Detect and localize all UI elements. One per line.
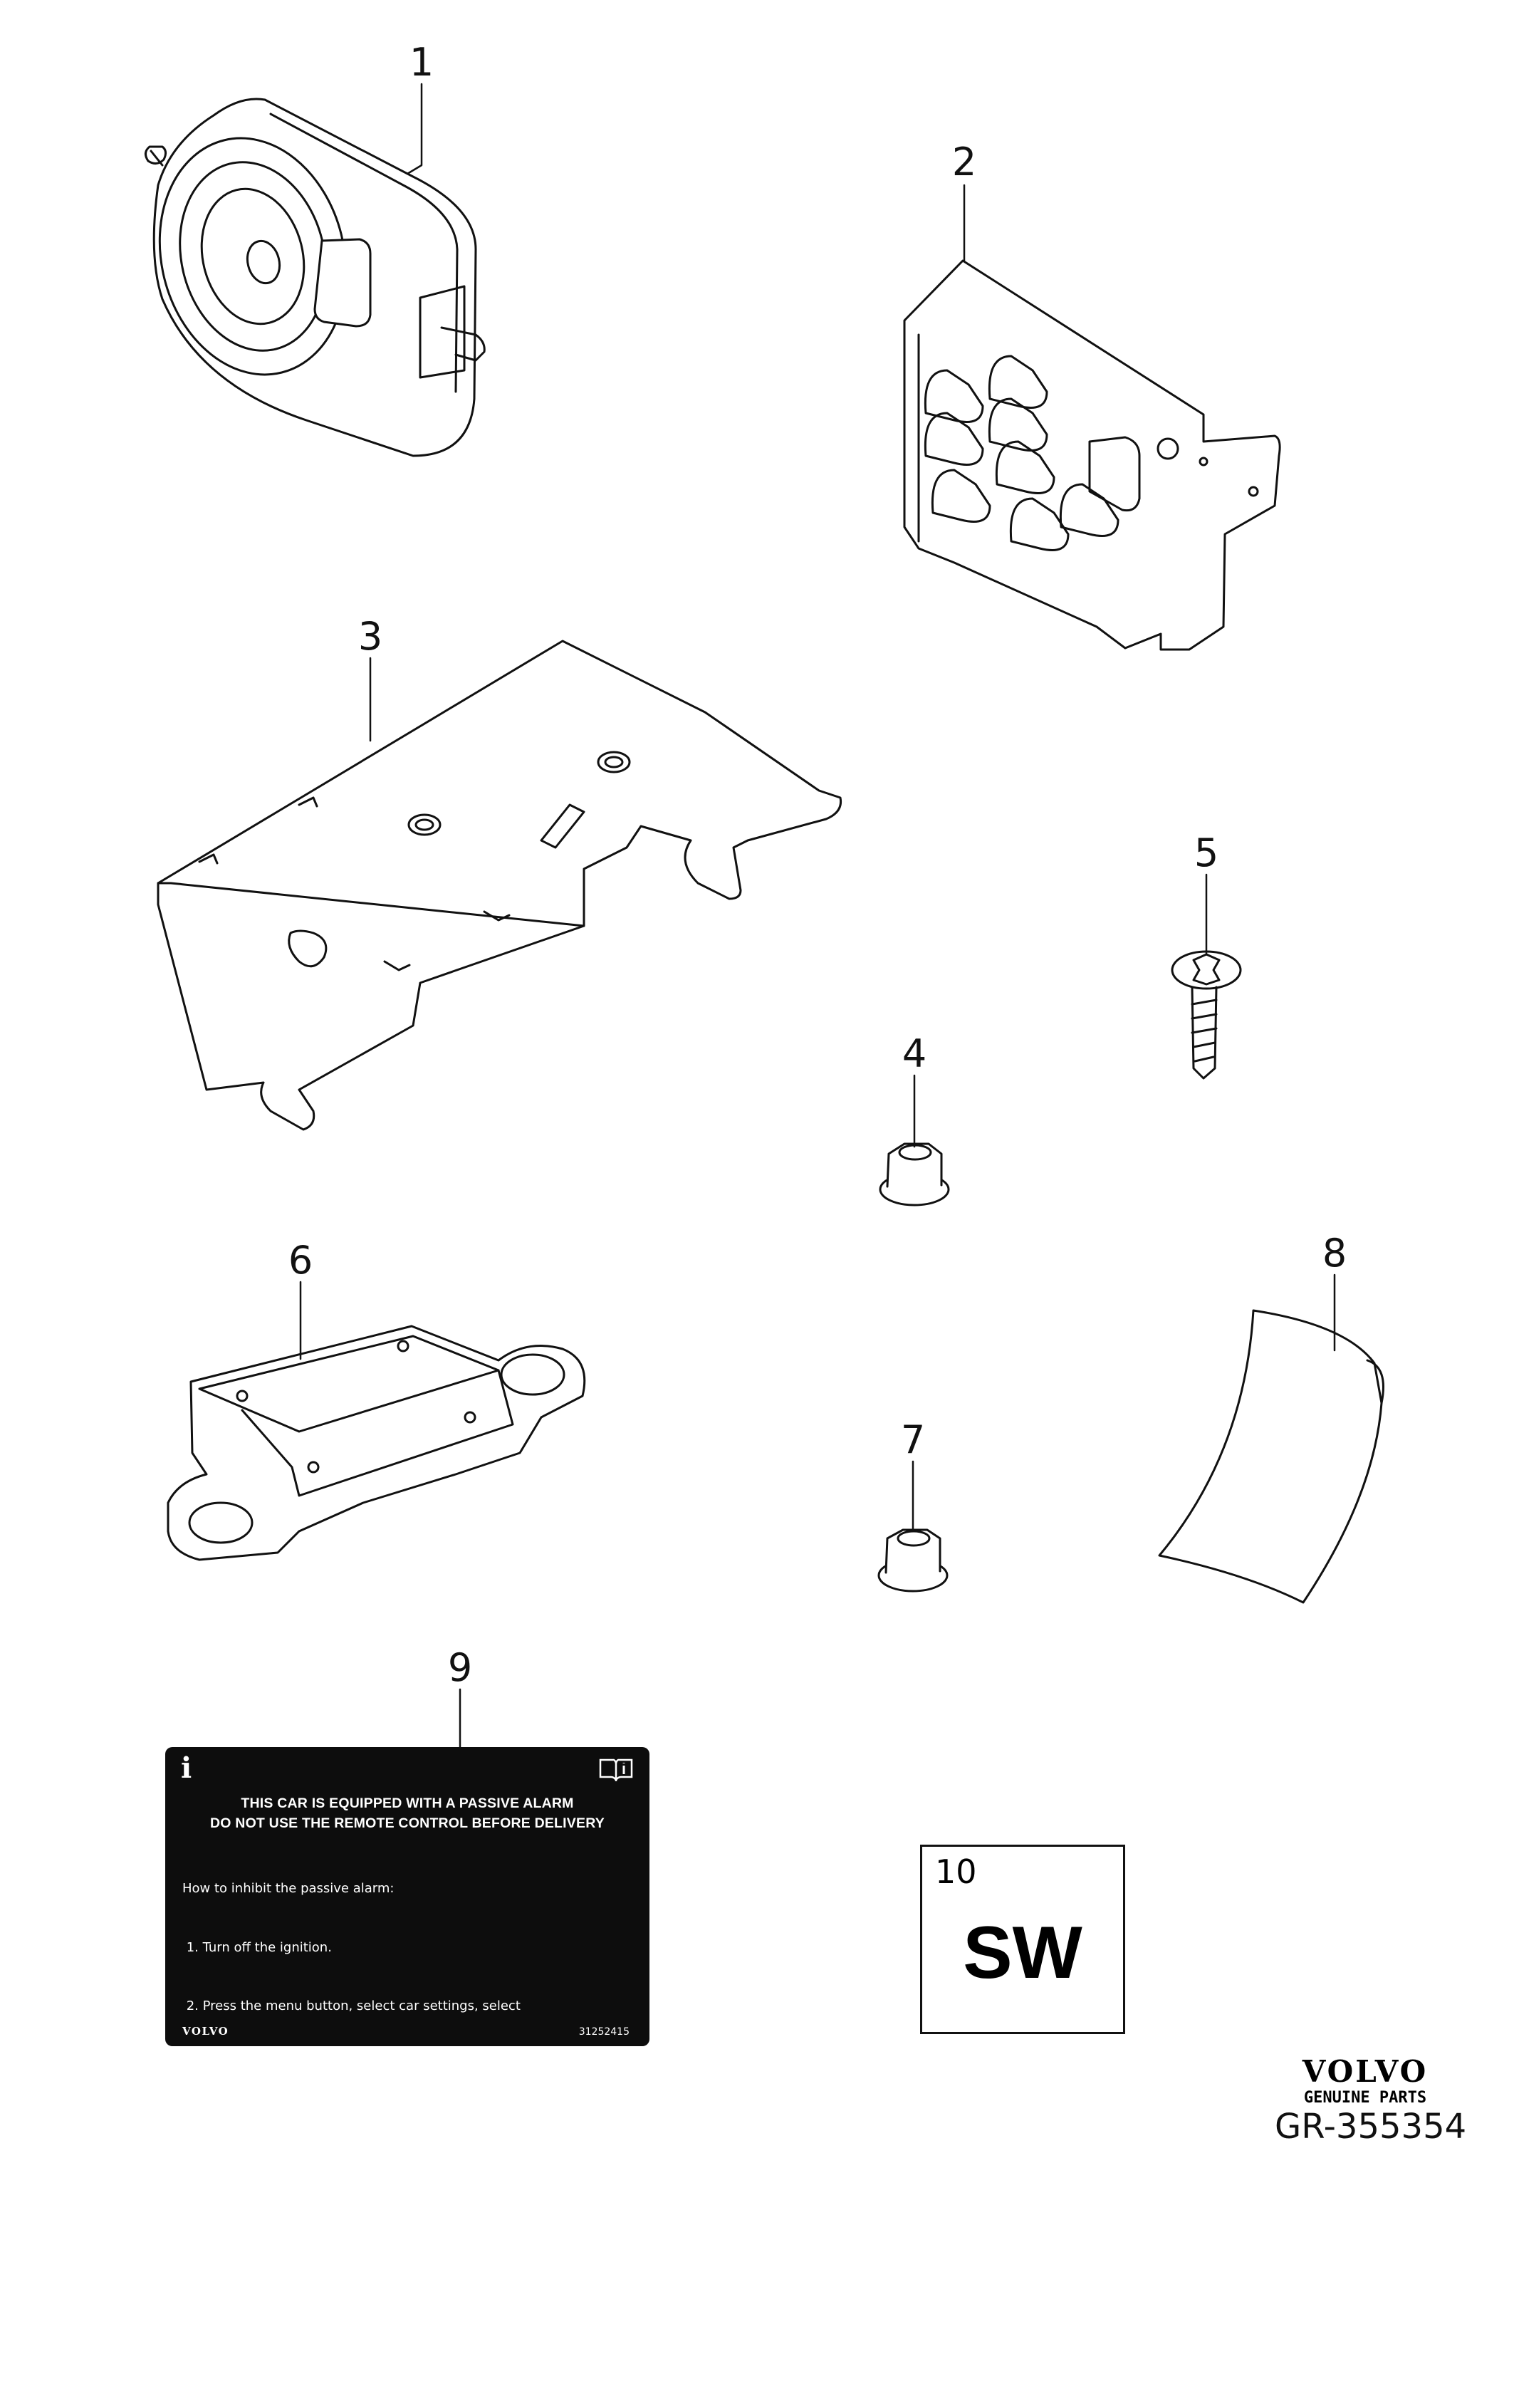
- label-line: next activation of the remote control.: [182, 2351, 444, 2366]
- part-5-screw: [1171, 950, 1242, 1080]
- label-line: 4. Press UNLOCK on the remote control wi…: [182, 2174, 531, 2190]
- label-line: 3. Take the key out of the ignition swit…: [182, 2116, 585, 2131]
- label-line: 5. An acknowledgement signal is given by…: [182, 2234, 565, 2248]
- drawing-number: GR-355354: [1275, 2107, 1467, 2147]
- callout-8: 8: [1322, 1231, 1347, 1276]
- part-10-box: 10 SW: [920, 1845, 1125, 2034]
- part-8-tape: [1158, 1309, 1384, 1604]
- label-line: 1. Turn off the ignition.: [182, 1939, 332, 1955]
- part-7-nut: [877, 1528, 949, 1593]
- info-icon: i: [181, 1751, 192, 1785]
- callout-7: 7: [900, 1417, 926, 1462]
- part-4-nut: [879, 1142, 950, 1206]
- callout-9: 9: [447, 1645, 473, 1690]
- label-heading-2: DO NOT USE THE REMOTE CONTROL BEFORE DEL…: [210, 1815, 605, 1831]
- part-3-plate: [157, 640, 842, 1131]
- book-icon: [599, 1758, 633, 1781]
- part-6-sensor: [167, 1325, 586, 1561]
- label-instructions: How to inhibit the passive alarm: 1. Tur…: [182, 1840, 585, 2408]
- part-2-bracket: [903, 259, 1281, 651]
- callout-2: 2: [951, 140, 977, 184]
- label-heading-1: THIS CAR IS EQUIPPED WITH A PASSIVE ALAR…: [241, 1795, 574, 1811]
- box-code: SW: [963, 1912, 1082, 1994]
- leader-lines: [299, 83, 1336, 1751]
- callout-5: 5: [1194, 830, 1219, 875]
- parts-diagram: [145, 83, 1384, 1751]
- callout-1: 1: [409, 40, 434, 85]
- callout-6: 6: [288, 1238, 313, 1283]
- callout-3: 3: [357, 614, 383, 659]
- label-line: 6. The passive alarm is now disabled for…: [182, 2292, 555, 2308]
- passive-alarm-label: i THIS CAR IS EQUIPPED WITH A PASSIVE AL…: [165, 1747, 649, 2366]
- box-number: 10: [935, 1852, 977, 1891]
- part-1-siren: [145, 98, 486, 457]
- brand-tagline: GENUINE PARTS: [1303, 2089, 1427, 2107]
- label-part-number: 31252415: [578, 2026, 630, 2038]
- brand-name: VOLVO: [1302, 2054, 1429, 2089]
- callout-4: 4: [902, 1031, 927, 1076]
- brand-logo: VOLVO GENUINE PARTS: [1276, 2055, 1454, 2108]
- label-line: How to inhibit the passive alarm:: [182, 1881, 395, 1896]
- label-brand: VOLVO: [182, 2025, 229, 2038]
- label-line: reduced guard, select activate once.: [182, 2057, 438, 2073]
- label-line: 2. Press the menu button, select car set…: [182, 1998, 521, 2013]
